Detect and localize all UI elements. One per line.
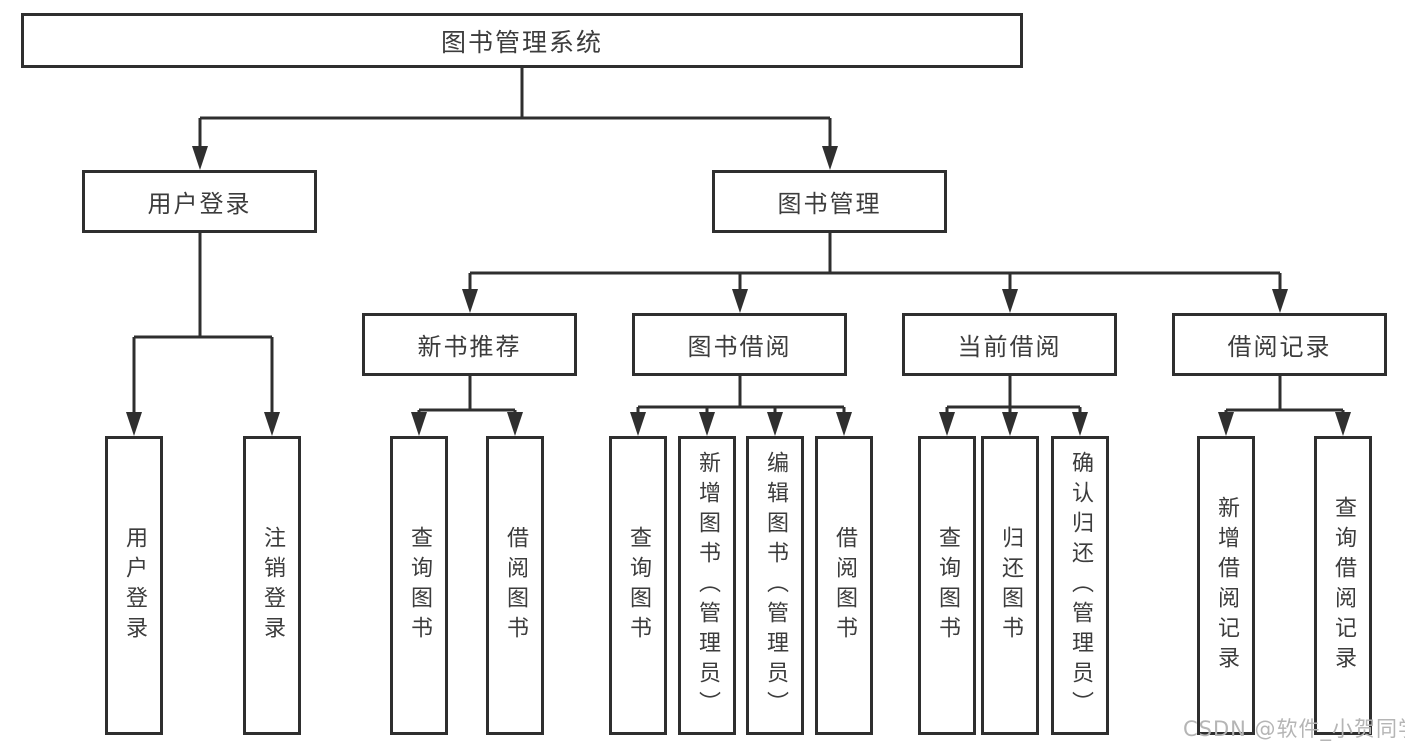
leaf-query-books-recommend: 查询图书 xyxy=(390,436,448,735)
watermark: CSDN @软件_小贺同学 xyxy=(1183,717,1405,741)
leaf-query-borrow-record-label: 查询借阅记录 xyxy=(1331,495,1356,676)
leaf-query-books-current: 查询图书 xyxy=(918,436,976,735)
node-root-label: 图书管理系统 xyxy=(440,27,603,57)
leaf-add-borrow-record: 新增借阅记录 xyxy=(1197,436,1255,735)
leaf-query-borrow-record: 查询借阅记录 xyxy=(1314,436,1372,735)
node-user-login-label: 用户登录 xyxy=(147,190,252,218)
node-root: 图书管理系统 xyxy=(21,13,1023,68)
node-current-borrow-label: 当前借阅 xyxy=(957,333,1062,361)
node-borrow-records: 借阅记录 xyxy=(1172,313,1387,376)
leaf-return-book: 归还图书 xyxy=(981,436,1039,735)
leaf-add-borrow-record-label: 新增借阅记录 xyxy=(1214,495,1239,676)
node-book-management-label: 图书管理 xyxy=(777,190,882,218)
leaf-borrow-books: 借阅图书 xyxy=(815,436,873,735)
node-book-borrow: 图书借阅 xyxy=(632,313,847,376)
node-book-management: 图书管理 xyxy=(712,170,947,233)
leaf-edit-book-admin-label: 编辑图书（管理员） xyxy=(763,450,788,721)
leaf-query-books-recommend-label: 查询图书 xyxy=(407,525,432,646)
leaf-logout-label: 注销登录 xyxy=(260,525,285,646)
leaf-confirm-return-admin: 确认归还（管理员） xyxy=(1051,436,1109,735)
leaf-user-login: 用户登录 xyxy=(105,436,163,735)
node-book-borrow-label: 图书借阅 xyxy=(687,333,792,361)
leaf-user-login-label: 用户登录 xyxy=(122,525,147,646)
leaf-return-book-label: 归还图书 xyxy=(998,525,1023,646)
leaf-add-book-admin-label: 新增图书（管理员） xyxy=(695,450,720,721)
leaf-query-books-borrow-label: 查询图书 xyxy=(626,525,651,646)
node-new-book-recommend: 新书推荐 xyxy=(362,313,577,376)
leaf-query-books-borrow: 查询图书 xyxy=(609,436,667,735)
leaf-query-books-current-label: 查询图书 xyxy=(935,525,960,646)
leaf-logout: 注销登录 xyxy=(243,436,301,735)
node-user-login: 用户登录 xyxy=(82,170,317,233)
leaf-borrow-books-recommend-label: 借阅图书 xyxy=(503,525,528,646)
leaf-borrow-books-recommend: 借阅图书 xyxy=(486,436,544,735)
leaf-add-book-admin: 新增图书（管理员） xyxy=(678,436,736,735)
leaf-borrow-books-label: 借阅图书 xyxy=(832,525,857,646)
node-current-borrow: 当前借阅 xyxy=(902,313,1117,376)
leaf-edit-book-admin: 编辑图书（管理员） xyxy=(746,436,804,735)
node-borrow-records-label: 借阅记录 xyxy=(1227,333,1332,361)
leaf-confirm-return-admin-label: 确认归还（管理员） xyxy=(1068,450,1093,721)
node-new-book-recommend-label: 新书推荐 xyxy=(417,333,522,361)
